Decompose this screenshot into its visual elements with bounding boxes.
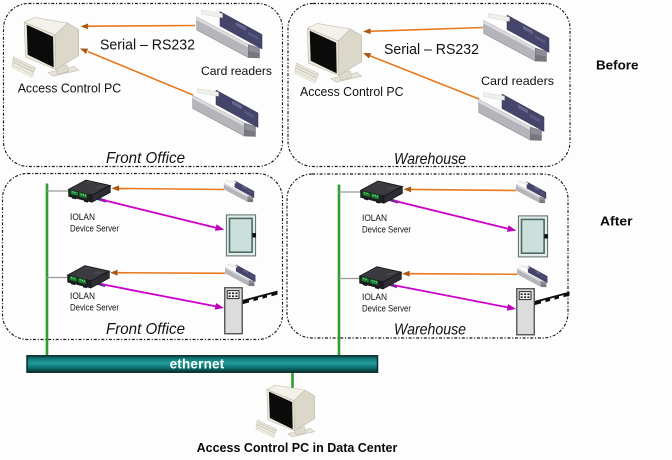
svg-text:After: After xyxy=(600,213,633,228)
svg-text:Serial – RS232: Serial – RS232 xyxy=(384,42,479,58)
svg-text:Card readers: Card readers xyxy=(201,64,272,78)
svg-text:Access Control PC: Access Control PC xyxy=(18,82,122,96)
svg-text:Before: Before xyxy=(596,57,639,72)
svg-text:Warehouse: Warehouse xyxy=(394,322,466,339)
svg-text:IOLAN: IOLAN xyxy=(70,212,95,223)
svg-text:Serial – RS232: Serial – RS232 xyxy=(100,38,195,54)
svg-text:Access Control PC: Access Control PC xyxy=(300,85,404,99)
svg-text:Device Server: Device Server xyxy=(70,303,119,314)
svg-text:ethernet: ethernet xyxy=(170,357,225,372)
svg-text:Warehouse: Warehouse xyxy=(394,151,466,168)
svg-text:Access Control PC in Data Cent: Access Control PC in Data Center xyxy=(197,441,398,455)
svg-text:Front Office: Front Office xyxy=(106,321,185,338)
svg-text:Front Office: Front Office xyxy=(106,150,185,167)
svg-text:Card readers: Card readers xyxy=(481,74,554,88)
svg-text:Device Server: Device Server xyxy=(70,224,119,235)
svg-text:IOLAN: IOLAN xyxy=(70,291,95,302)
